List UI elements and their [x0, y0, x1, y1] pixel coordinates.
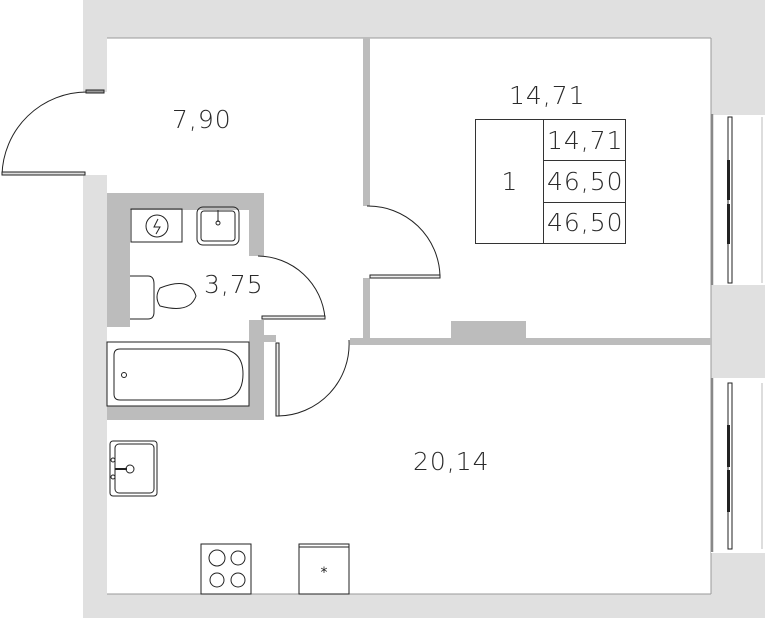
- total-area-with-balcony-value: 46,50: [547, 208, 624, 238]
- living-area-value: 14,71: [544, 120, 625, 162]
- kitchen-door[interactable]: [275, 339, 350, 417]
- apartment-summary-table: 1 14,71 46,50 46,50: [475, 119, 626, 244]
- stove-icon: [200, 543, 252, 595]
- entrance-door[interactable]: [1, 89, 105, 176]
- kitchen-area-label: 20,14: [413, 447, 490, 476]
- fridge-icon: *: [298, 543, 350, 595]
- window-bedroom: [710, 114, 765, 285]
- washbasin-icon: [196, 206, 240, 246]
- bedroom-area-label: 14,71: [509, 81, 586, 110]
- kitchen-sink-icon: [109, 440, 158, 497]
- bathroom-area-label: 3,75: [204, 270, 264, 299]
- toilet-icon: [130, 275, 197, 320]
- rooms-count: 1: [476, 120, 544, 243]
- outer-walls: [83, 0, 765, 618]
- hallway-area-label: 7,90: [172, 105, 232, 134]
- svg-text:*: *: [321, 565, 328, 581]
- window-kitchen: [710, 378, 765, 553]
- bathroom-door[interactable]: [257, 255, 326, 320]
- bathtub-icon: [106, 341, 250, 407]
- bedroom-door[interactable]: [366, 205, 441, 279]
- area-values: 14,71 46,50 46,50: [544, 120, 625, 243]
- boiler-icon: [130, 208, 183, 243]
- total-area-value: 46,50: [544, 161, 625, 203]
